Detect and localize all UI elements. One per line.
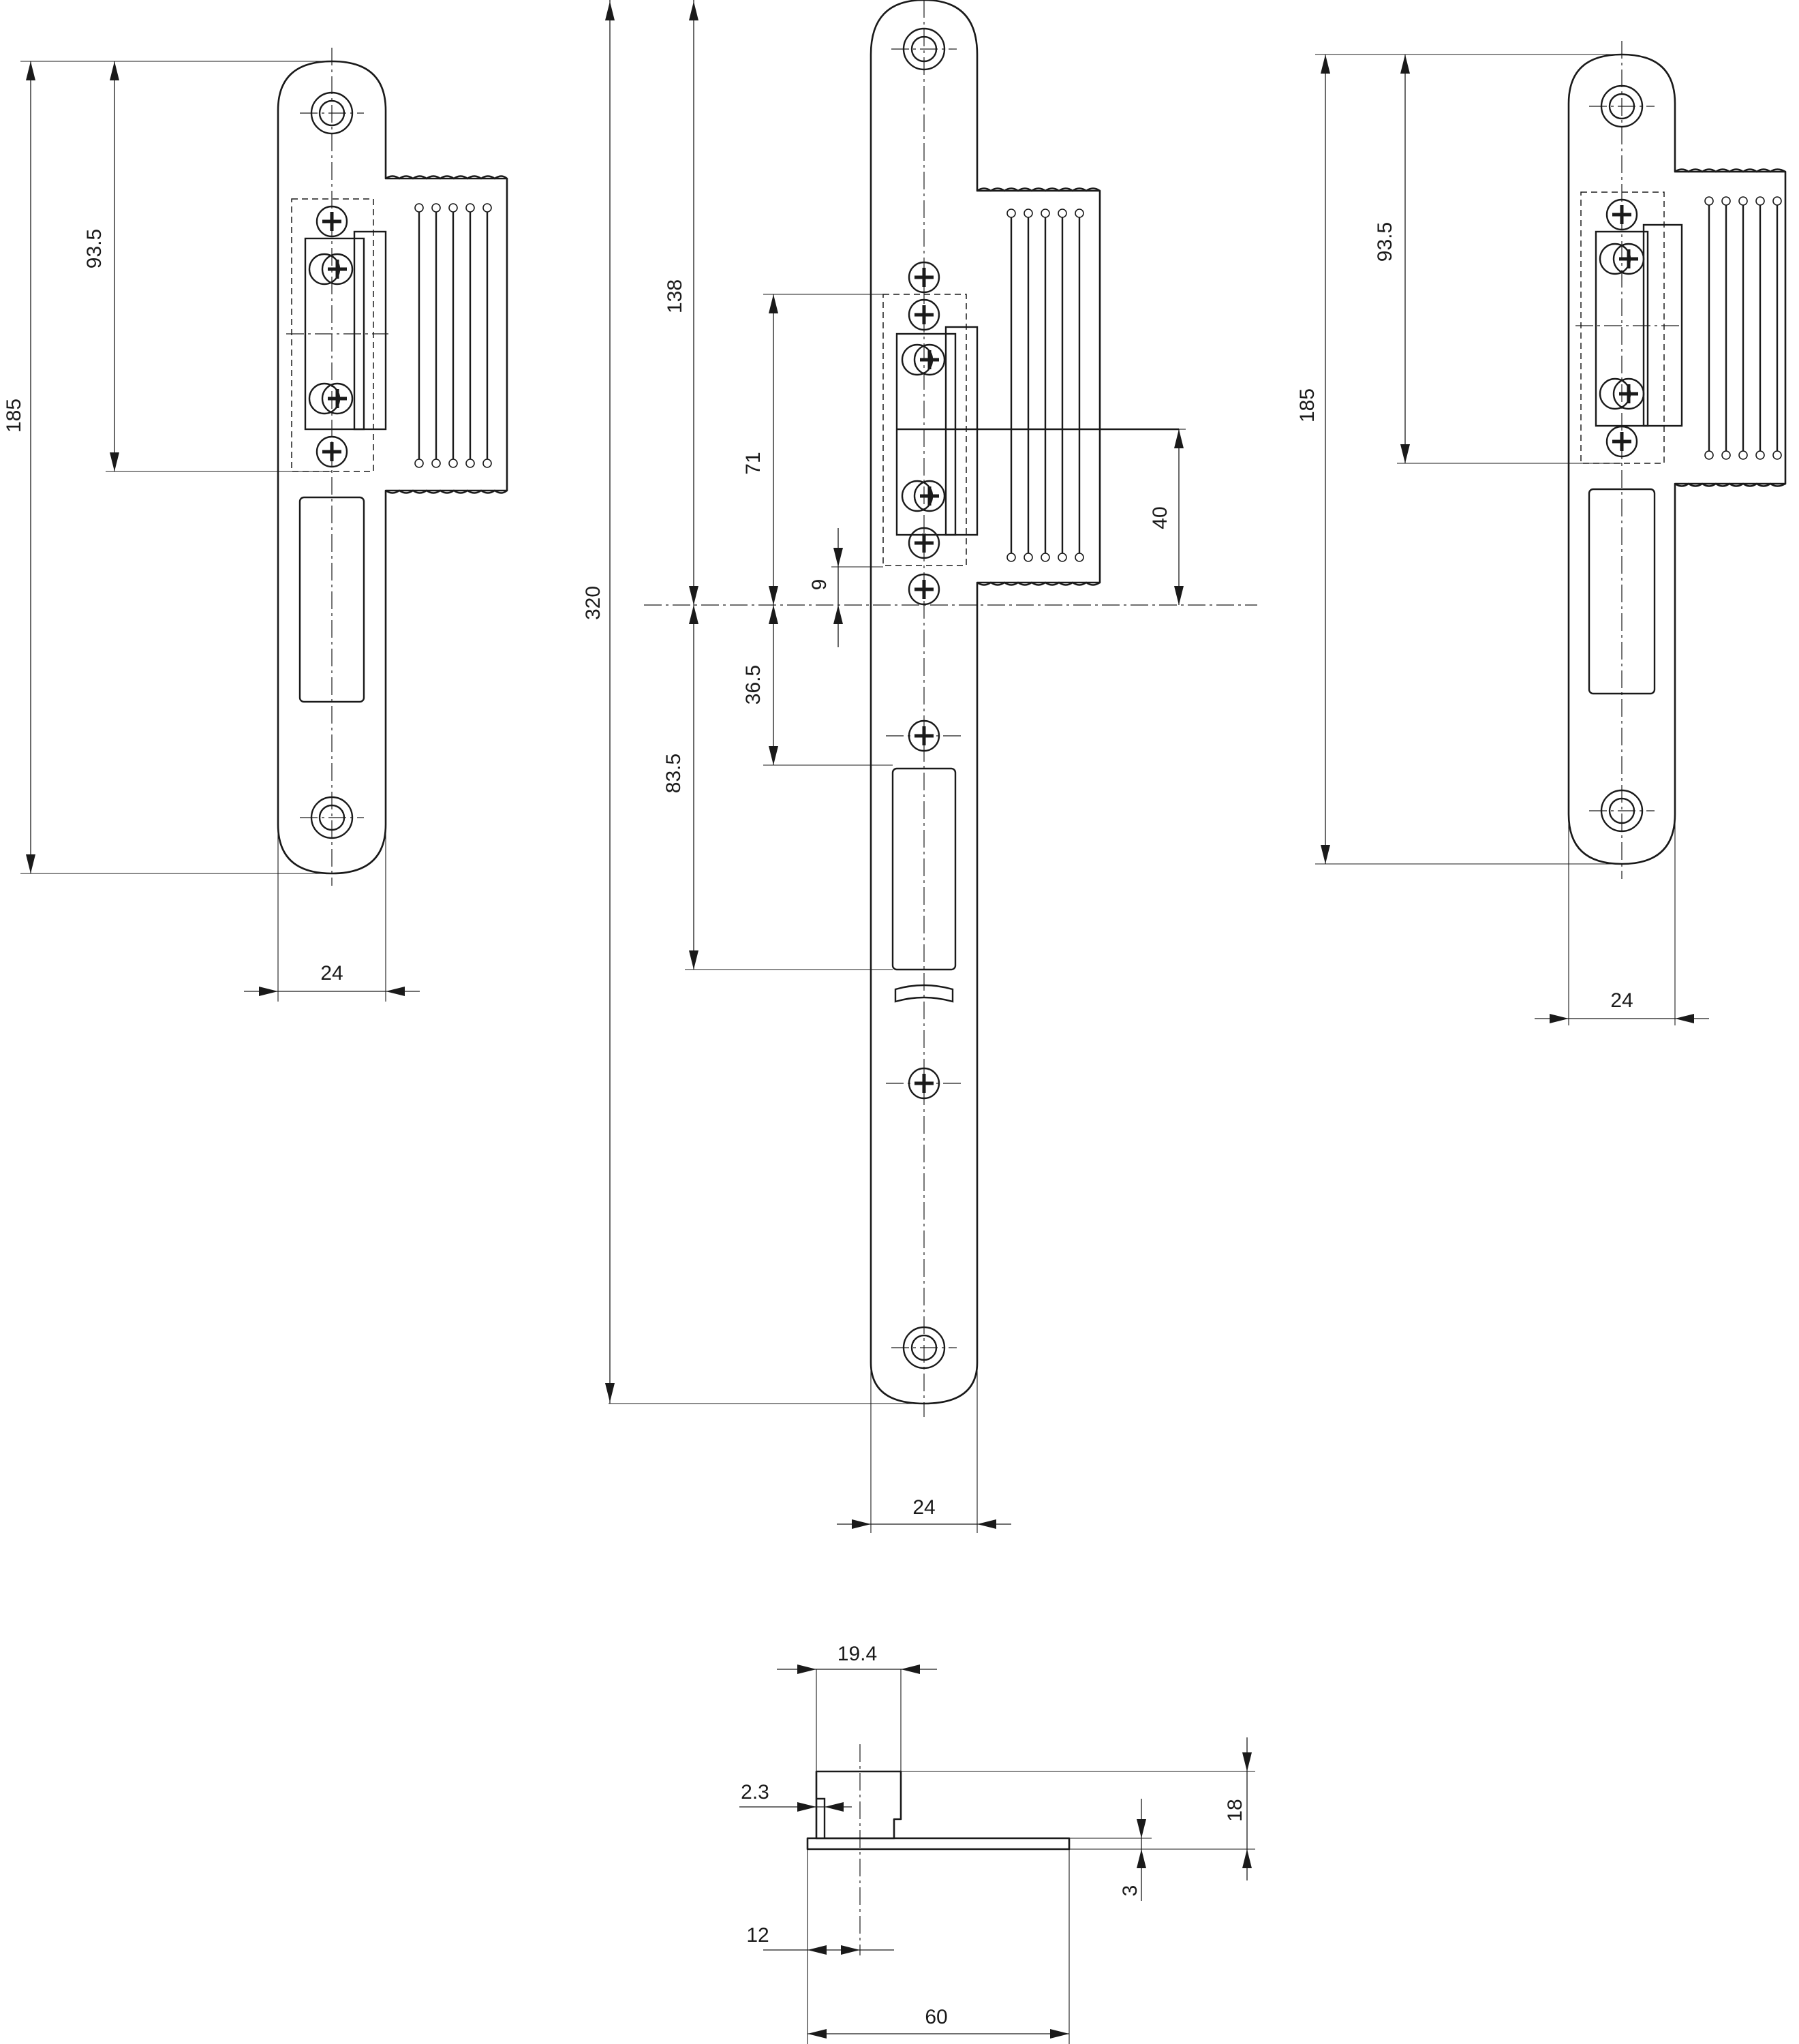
dim-12: 12 [746,1924,769,1947]
dim-93-5-right: 93.5 [1374,222,1396,262]
bottom-section-view: 19.4 2.3 18 3 12 60 [739,1643,1255,2044]
center-strike-plate-view: 320 138 83.5 71 36.5 9 40 [582,0,1257,1533]
dim-320: 320 [582,586,604,620]
dim-2-3: 2.3 [741,1781,769,1803]
dim-36-5: 36.5 [742,665,765,704]
dim-40: 40 [1149,506,1171,529]
dim-138: 138 [664,279,686,313]
dim-9: 9 [808,579,831,591]
dim-83-5: 83.5 [662,754,685,793]
dim-18: 18 [1224,1799,1246,1821]
dim-24-center: 24 [912,1496,935,1519]
dim-71: 71 [742,452,765,474]
dim-19-4: 19.4 [837,1643,877,1665]
dim-93-5-left: 93.5 [83,229,106,268]
dim-24-left: 24 [320,962,343,985]
dim-3: 3 [1119,1885,1141,1897]
dim-185-left: 185 [3,399,25,433]
left-strike-plate-view: 185 93.5 24 [3,48,508,1002]
dim-185-right: 185 [1296,388,1319,422]
right-strike-plate-view: 185 93.5 24 [1296,41,1787,1025]
dim-60: 60 [925,2006,947,2028]
dim-24-right: 24 [1610,989,1633,1012]
